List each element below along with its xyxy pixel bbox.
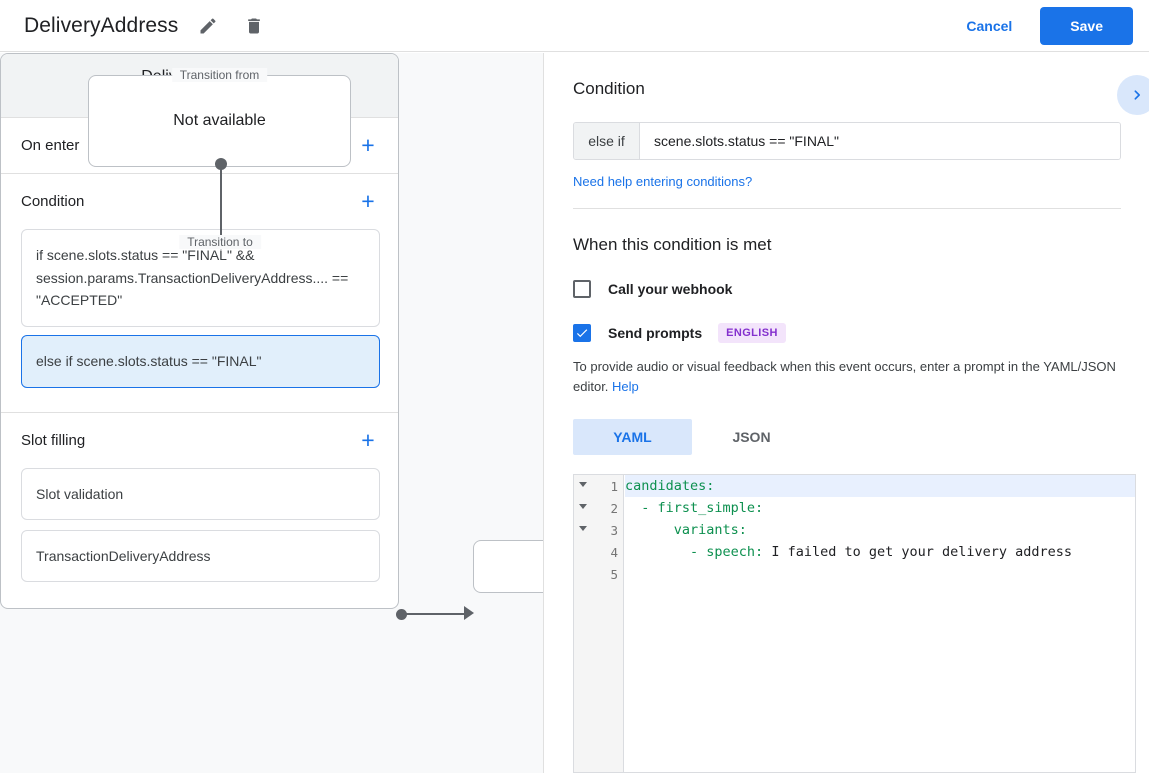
code-key: candidates:	[625, 478, 715, 494]
line-number: 2	[610, 500, 618, 516]
code-indent	[625, 544, 690, 560]
line-number: 3	[610, 522, 618, 538]
condition-expression-input[interactable]	[640, 123, 1120, 159]
when-met-heading: When this condition is met	[573, 235, 772, 254]
section-header: On enter +	[1, 118, 398, 173]
prompt-hint-text: To provide audio or visual feedback when…	[573, 357, 1121, 397]
save-button[interactable]: Save	[1040, 6, 1133, 45]
section-on-enter: On enter +	[1, 118, 398, 174]
delete-button[interactable]	[238, 10, 270, 42]
section-title-condition: Condition	[21, 193, 85, 210]
code-indent	[625, 522, 674, 538]
expand-panel-button[interactable]	[1117, 75, 1149, 115]
condition-prefix-label: else if	[574, 123, 640, 159]
trash-icon	[244, 16, 264, 36]
gutter-line[interactable]: 2	[574, 497, 623, 519]
section-condition: Condition + if scene.slots.status == "FI…	[1, 174, 398, 413]
fold-toggle-icon[interactable]	[579, 504, 587, 509]
condition-edge-line	[406, 613, 468, 615]
code-value: I failed to get your delivery address	[763, 544, 1073, 560]
send-prompts-checkbox[interactable]	[573, 324, 591, 342]
line-number: 1	[610, 478, 618, 494]
condition-item-selected[interactable]: else if scene.slots.status == "FINAL"	[21, 335, 380, 388]
gutter-line[interactable]: 3	[574, 519, 623, 541]
add-slot-button[interactable]: +	[361, 426, 375, 453]
code-line[interactable]: candidates:	[625, 475, 1135, 497]
chevron-right-icon	[1127, 85, 1147, 105]
condition-help-link[interactable]: Need help entering conditions?	[573, 174, 753, 189]
editor-gutter: 1 2 3 4 5	[574, 475, 624, 772]
slot-item-transaction-delivery-address[interactable]: TransactionDeliveryAddress	[21, 529, 380, 582]
gutter-line[interactable]: 5	[574, 563, 623, 585]
pencil-icon	[198, 16, 218, 36]
code-line[interactable]: - first_simple:	[625, 497, 1135, 519]
header-actions: Cancel Save	[952, 6, 1133, 45]
section-slot-filling: Slot filling + Slot validation Transacti…	[1, 413, 398, 608]
editor-format-tabs: YAML JSON	[573, 419, 1121, 456]
condition-expression-row: else if	[573, 122, 1121, 160]
transition-from-card: Transition from Not available	[88, 68, 351, 167]
add-condition-button[interactable]: +	[361, 188, 375, 214]
fold-toggle-icon[interactable]	[579, 482, 587, 487]
editor-code-area[interactable]: candidates: - first_simple: variants: - …	[625, 475, 1135, 772]
call-webhook-label: Call your webhook	[608, 281, 733, 297]
page-title: DeliveryAddress	[24, 13, 179, 37]
code-line[interactable]	[625, 563, 1135, 585]
transition-to-legend: Transition to	[179, 235, 261, 249]
transition-from-legend: Transition from	[171, 68, 268, 82]
fold-toggle-icon[interactable]	[579, 526, 587, 531]
line-number: 5	[610, 566, 618, 582]
slot-list: Slot validation TransactionDeliveryAddre…	[1, 467, 398, 608]
checkmark-icon	[575, 326, 589, 340]
scene-graph-panel: Transition from Not available Transition…	[0, 53, 544, 773]
section-header: Condition +	[1, 174, 398, 229]
code-indent	[625, 500, 641, 516]
webhook-option-row[interactable]: Call your webhook	[573, 280, 1121, 298]
code-key: - first_simple:	[641, 500, 764, 516]
cancel-button[interactable]: Cancel	[952, 9, 1026, 43]
section-title-on-enter: On enter	[21, 137, 80, 154]
target-node-card[interactable]	[473, 540, 543, 593]
condition-heading: Condition	[573, 79, 645, 98]
edit-name-button[interactable]	[192, 10, 224, 42]
hint-help-link[interactable]: Help	[612, 379, 639, 395]
call-webhook-checkbox[interactable]	[573, 280, 591, 298]
code-line[interactable]: variants:	[625, 519, 1135, 541]
slot-item-validation[interactable]: Slot validation	[21, 467, 380, 520]
app-header: DeliveryAddress Cancel Save	[0, 0, 1149, 52]
condition-edge-dot	[396, 609, 407, 620]
yaml-code-editor[interactable]: 1 2 3 4 5 candidates: - first_simple: va…	[573, 474, 1136, 773]
tab-yaml[interactable]: YAML	[573, 419, 692, 456]
section-title-slot-filling: Slot filling	[21, 431, 86, 449]
transition-from-value: Not available	[173, 112, 266, 129]
panel-divider	[573, 208, 1121, 209]
language-badge: ENGLISH	[718, 323, 786, 343]
condition-edge-arrow	[464, 606, 474, 620]
code-key: - speech:	[690, 544, 764, 560]
when-condition-met-section: When this condition is met Call your web…	[545, 209, 1149, 456]
condition-list: if scene.slots.status == "FINAL" && sess…	[1, 229, 398, 412]
send-prompts-label: Send prompts	[608, 325, 703, 341]
gutter-line[interactable]: 4	[574, 541, 623, 563]
send-prompts-option-row[interactable]: Send prompts ENGLISH	[573, 323, 1121, 343]
condition-section: Condition else if Need help entering con…	[545, 53, 1149, 209]
gutter-line[interactable]: 1	[574, 475, 623, 497]
add-on-enter-button[interactable]: +	[361, 132, 375, 158]
line-number: 4	[610, 544, 618, 560]
section-header: Slot filling +	[1, 413, 398, 468]
code-key: variants:	[673, 522, 747, 538]
tab-json[interactable]: JSON	[732, 429, 771, 446]
hint-body: To provide audio or visual feedback when…	[573, 359, 1116, 395]
code-line[interactable]: - speech: I failed to get your delivery …	[625, 541, 1135, 563]
